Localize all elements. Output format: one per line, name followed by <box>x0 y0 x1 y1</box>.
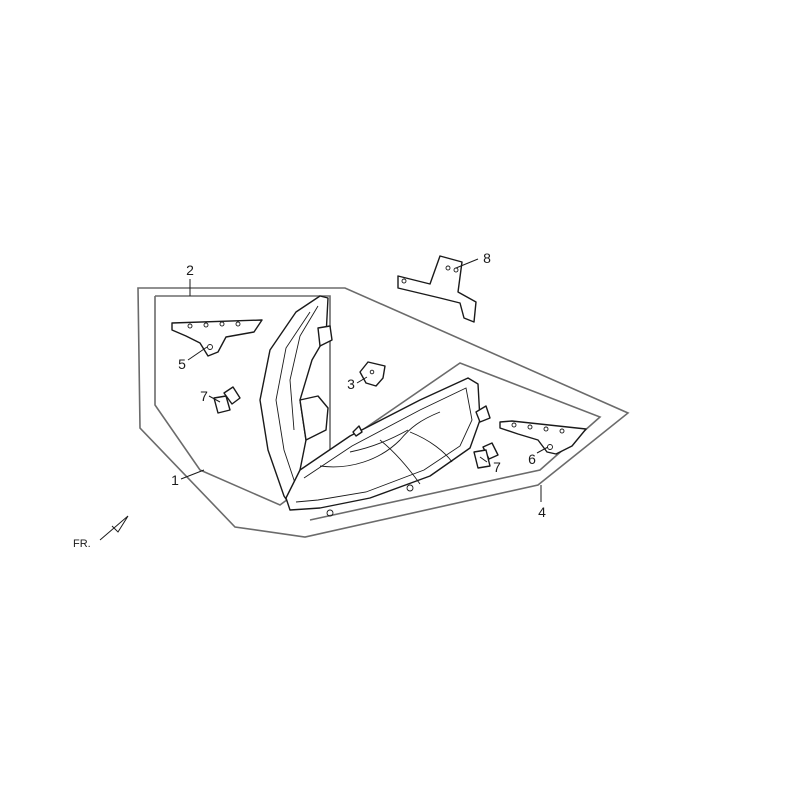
right-headlight-lens <box>285 377 491 517</box>
callout-7-right: 7 <box>493 459 501 475</box>
clip-part-3 <box>359 361 386 387</box>
bulb-left-part-7 <box>213 386 241 414</box>
right-reflector-bracket-part-6 <box>499 420 587 455</box>
front-label: FR. <box>73 538 91 550</box>
headlight-assembly-outline <box>137 287 630 538</box>
leader-line-6 <box>536 446 549 454</box>
callout-3: 3 <box>347 376 355 392</box>
left-headlight-housing <box>259 295 333 506</box>
callout-2: 2 <box>186 262 194 278</box>
callout-5: 5 <box>178 356 186 372</box>
leader-line-1 <box>180 469 205 480</box>
callout-8: 8 <box>483 250 491 266</box>
left-reflector-bracket-part-5 <box>171 319 263 357</box>
mounting-bracket-part-8 <box>397 255 477 323</box>
leader-line-8 <box>455 258 479 269</box>
left-lens-group-outline <box>154 295 331 506</box>
leader-line-5 <box>187 346 208 361</box>
front-direction-marker: FR. <box>73 515 129 550</box>
leader-line-7b <box>479 456 488 463</box>
callout-7-left: 7 <box>200 388 208 404</box>
leader-line-7a <box>208 395 221 403</box>
callout-6: 6 <box>528 451 536 467</box>
callout-4: 4 <box>538 504 546 520</box>
right-lens-group-outline <box>299 362 602 521</box>
leader-line-3 <box>356 376 368 384</box>
callout-1: 1 <box>171 472 179 488</box>
